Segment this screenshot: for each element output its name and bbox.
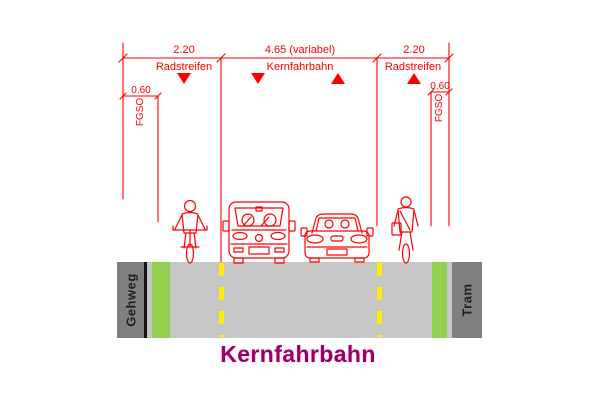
- green-strip-left: [152, 262, 170, 338]
- lane-label-left: Radstreifen: [155, 61, 213, 73]
- lane-marking-right: [377, 263, 382, 337]
- car-front-icon: [300, 213, 374, 263]
- sub-dimension-value-right: 0.60: [430, 81, 450, 92]
- dimension-value-middle: 4.65 (variabel): [264, 44, 336, 56]
- van-front-icon: [222, 201, 296, 264]
- tram-label: Tram: [459, 283, 475, 317]
- cyclist-front-icon: [172, 199, 208, 264]
- fgso-label-right: FGSO: [434, 93, 445, 123]
- direction-arrows: [177, 73, 421, 84]
- cyclist-rear-icon: [391, 196, 419, 264]
- lane-marking-left: [219, 263, 224, 337]
- lane-label-middle: Kernfahrbahn: [266, 61, 334, 73]
- dimension-value-left: 2.20: [173, 44, 195, 56]
- arrow-up-icon: [407, 73, 421, 84]
- arrow-down-icon: [251, 73, 265, 84]
- arrow-up-icon: [331, 73, 345, 84]
- sidewalk-label: Gehweg: [123, 273, 139, 327]
- diagram-title: Kernfahrbahn: [220, 341, 376, 367]
- sidewalk-block: [117, 262, 147, 338]
- dimension-lines: [118, 42, 454, 263]
- lane-label-right: Radstreifen: [384, 61, 442, 73]
- dimension-value-right: 2.20: [403, 44, 425, 56]
- green-strip-right: [432, 262, 447, 338]
- roadway-surface: [146, 262, 452, 338]
- arrow-down-icon: [177, 73, 191, 84]
- tram-block: [452, 262, 482, 338]
- sub-dimension-value-left: 0.60: [131, 85, 151, 96]
- fgso-label-left: FGSO: [135, 97, 146, 127]
